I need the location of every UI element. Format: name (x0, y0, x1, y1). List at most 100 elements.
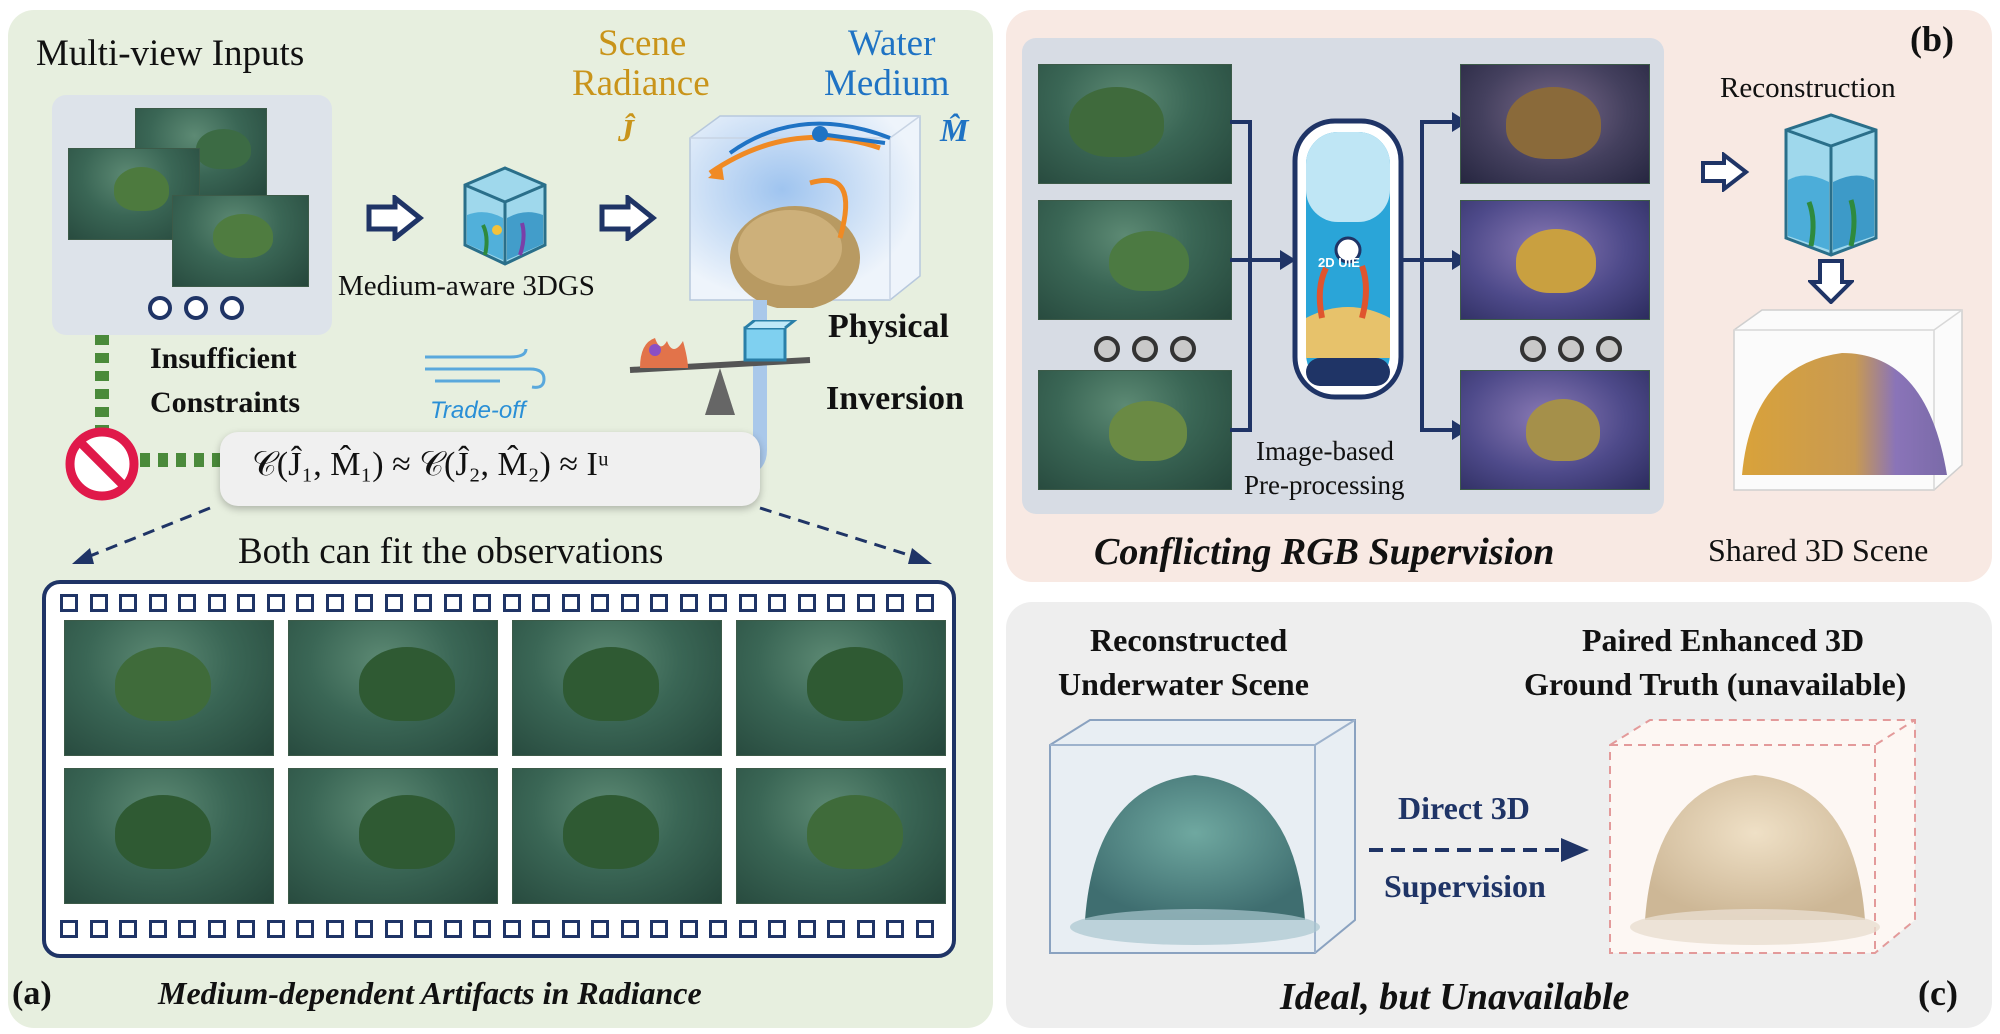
film-hole (207, 920, 226, 938)
film-hole (886, 594, 904, 612)
coral-blob (115, 795, 211, 869)
film-hole (414, 920, 432, 938)
input-view-1 (1038, 64, 1232, 184)
film-hole (414, 594, 432, 612)
film-hole (384, 594, 403, 612)
ground-truth-3d (1609, 719, 1916, 954)
film-hole (502, 920, 521, 938)
panel-a-label: (a) (12, 975, 52, 1012)
film-hole (738, 920, 757, 938)
prohibited-icon (65, 427, 139, 501)
physical-label: Physical (828, 308, 949, 345)
film-hole (148, 594, 167, 612)
film-hole (237, 594, 255, 612)
film-hole (502, 594, 521, 612)
artifact-frame (64, 768, 274, 904)
panel-a-caption: Medium-dependent Artifacts in Radiance (158, 975, 702, 1011)
input-view-2 (1038, 200, 1232, 320)
constraints-label: Constraints (150, 386, 301, 419)
film-hole (384, 920, 403, 938)
ellipsis-dots (148, 296, 244, 320)
film-hole (355, 920, 373, 938)
shared-scene-3d (1733, 309, 1963, 491)
medium-cube-icon (463, 166, 547, 266)
input-image-3 (172, 195, 309, 287)
enhanced-view-1 (1460, 64, 1650, 184)
film-hole (296, 594, 314, 612)
artifact-frame (64, 620, 274, 756)
film-hole (856, 594, 875, 612)
panel-c-caption: Ideal, but Unavailable (1280, 976, 1630, 1018)
film-hole (827, 594, 845, 612)
film-hole (620, 594, 639, 612)
film-hole (89, 594, 108, 612)
shared-scene-label: Shared 3D Scene (1708, 532, 1929, 568)
film-hole (827, 920, 845, 938)
input-view-3 (1038, 370, 1232, 490)
reconstruction-cube-icon (1784, 113, 1878, 257)
coral-blob (563, 647, 659, 721)
film-hole (89, 920, 108, 938)
preprocess-line2: Pre-processing (1244, 470, 1405, 500)
film-hole (768, 594, 786, 612)
panel-c-right-line2: Ground Truth (unavailable) (1524, 666, 1907, 702)
ellipsis-dots (1094, 336, 1196, 362)
panel-c-left-line1: Reconstructed (1090, 622, 1288, 658)
film-hole (650, 594, 668, 612)
film-hole (679, 920, 698, 938)
film-hole (532, 920, 550, 938)
uie-badge: 2D UIE (1318, 255, 1360, 270)
coral-blob (807, 795, 903, 869)
film-hole (148, 920, 167, 938)
artifact-frame (512, 768, 722, 904)
film-hole (768, 920, 786, 938)
film-hole (709, 920, 727, 938)
film-hole (178, 594, 196, 612)
film-hole (296, 920, 314, 938)
panel-b-label: (b) (1910, 19, 1954, 59)
ellipsis-dots (1520, 336, 1622, 362)
film-hole (266, 594, 285, 612)
film-hole (709, 594, 727, 612)
arrow-line1: Direct 3D (1398, 790, 1530, 826)
scene-3d-box (689, 115, 921, 308)
film-hole (355, 594, 373, 612)
formula-text: 𝒞(Ĵ₁, M̂₁) ≈ 𝒞(Ĵ₂, M̂₂) ≈ Iᵘ (252, 446, 609, 483)
coral-blob (115, 647, 211, 721)
arrow-line2: Supervision (1384, 868, 1546, 904)
film-hole (856, 920, 875, 938)
film-hole (119, 594, 137, 612)
film-hole (650, 920, 668, 938)
arrow-right-icon (599, 195, 658, 241)
film-hole (443, 594, 462, 612)
film-hole (797, 920, 816, 938)
film-hole (60, 920, 78, 938)
film-hole (60, 594, 78, 612)
film-hole (119, 920, 137, 938)
water-medium-line1: Water (848, 23, 936, 64)
artifact-frame (736, 768, 946, 904)
film-hole (532, 594, 550, 612)
film-hole (325, 920, 344, 938)
inversion-label: Inversion (826, 380, 964, 417)
scene-radiance-symbol: Ĵ (618, 112, 634, 148)
film-hole (443, 920, 462, 938)
artifact-frame (288, 620, 498, 756)
film-hole (473, 920, 491, 938)
film-hole (207, 594, 226, 612)
direct-supervision-arrow (1369, 838, 1589, 862)
arrow-right-icon (1701, 152, 1750, 192)
panel-b-caption: Conflicting RGB Supervision (1094, 531, 1555, 573)
merge-connector (1230, 120, 1296, 432)
split-connector (1400, 112, 1468, 440)
coral-blob (563, 795, 659, 869)
film-hole (591, 594, 609, 612)
film-hole (679, 594, 698, 612)
tradeoff-label: Trade-off (430, 397, 526, 424)
film-hole (325, 594, 344, 612)
film-hole (738, 594, 757, 612)
film-hole (620, 920, 639, 938)
formula-box: 𝒞(Ĵ₁, M̂₁) ≈ 𝒞(Ĵ₂, M̂₂) ≈ Iᵘ (220, 432, 760, 506)
film-hole (561, 920, 580, 938)
film-hole (886, 920, 904, 938)
